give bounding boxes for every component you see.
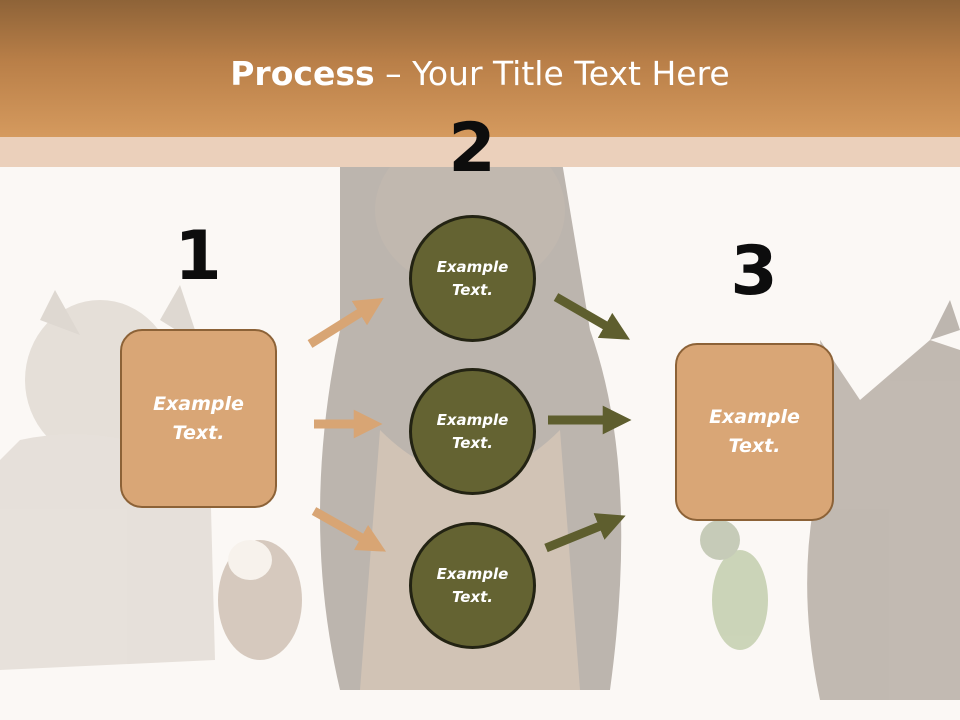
step1-text: Example Text. — [153, 392, 244, 444]
step-number-3: 3 — [730, 232, 778, 311]
slide-title: Process – Your Title Text Here — [0, 52, 960, 96]
circle-bottom-text: Example Text. — [436, 564, 509, 606]
header-stripe — [0, 137, 960, 167]
step-number-1: 1 — [174, 217, 222, 296]
arrow-from-bottom-circle — [544, 513, 626, 553]
header-bar — [0, 0, 960, 137]
step3-box: Example Text. — [675, 343, 834, 521]
circle-middle-text: Example Text. — [436, 410, 509, 452]
title-rest: – Your Title Text Here — [374, 54, 730, 93]
step1-box: Example Text. — [120, 329, 277, 508]
step3-text: Example Text. — [709, 406, 800, 457]
title-bold: Process — [230, 54, 375, 93]
step2-circle-middle: Example Text. — [409, 368, 536, 495]
step2-circle-top: Example Text. — [409, 215, 536, 342]
circle-top-text: Example Text. — [436, 257, 509, 299]
step-number-2: 2 — [448, 109, 496, 188]
arrow-from-top-circle — [553, 293, 630, 340]
arrow-to-bottom-circle — [311, 507, 387, 552]
step2-circle-bottom: Example Text. — [409, 522, 536, 649]
arrow-to-top-circle — [307, 297, 384, 348]
